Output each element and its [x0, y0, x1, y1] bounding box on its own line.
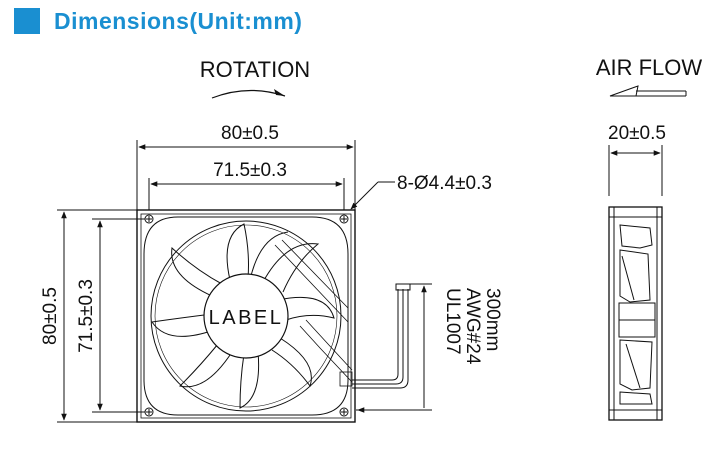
outer-height-dimension: 80±0.5: [40, 287, 61, 345]
airflow-label: AIR FLOW: [596, 55, 703, 80]
cable-spec-line2: AWG#24: [462, 288, 483, 365]
lead-wires: [352, 283, 411, 389]
fan-front-view: [136, 209, 356, 423]
outer-width-dimension: 80±0.5: [221, 123, 279, 144]
hole-spacing-height-dimension: 71.5±0.3: [76, 279, 97, 353]
thickness-dimension: 20±0.5: [608, 123, 666, 144]
cable-spec-line1: UL1007: [442, 288, 463, 355]
rotation-label: ROTATION: [200, 57, 310, 82]
airflow-arrow: [609, 85, 687, 97]
fan-label-text: LABEL: [209, 307, 284, 329]
rotation-arrow: [211, 89, 286, 99]
hole-spacing-width-dimension: 71.5±0.3: [213, 160, 287, 181]
cable-spec-line3: 300mm: [482, 288, 503, 351]
header-square-icon: [14, 8, 40, 34]
section-title: Dimensions(Unit:mm): [54, 7, 303, 34]
fan-side-view: [608, 206, 663, 421]
mounting-hole-dimension: 8-Ø4.4±0.3: [397, 173, 492, 194]
section-header: Dimensions(Unit:mm): [14, 6, 302, 36]
